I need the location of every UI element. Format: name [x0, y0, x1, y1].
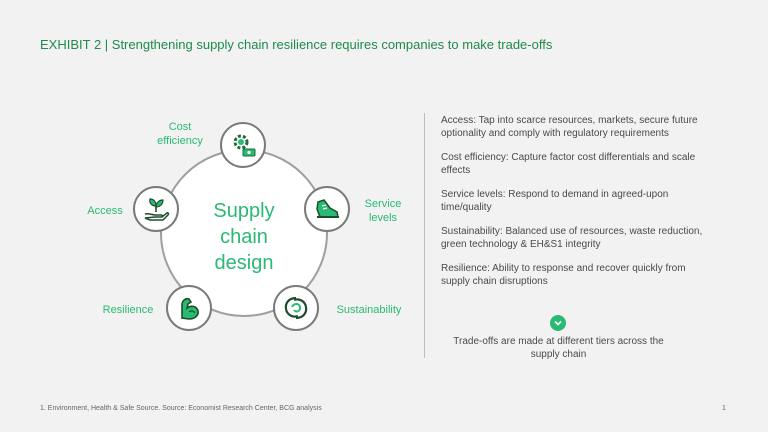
access-node	[133, 186, 179, 232]
description-sustainability: Sustainability: Balanced use of resource…	[441, 226, 703, 250]
access-label: Access	[87, 205, 123, 217]
description-resilience: Resilience: Ability to response and reco…	[441, 263, 686, 287]
center-line-2: chain	[220, 226, 268, 248]
page-number: 1	[722, 405, 726, 412]
service-levels-label: Service levels	[364, 198, 402, 224]
resilience-node	[166, 285, 212, 331]
exhibit-title: EXHIBIT 2 | Strengthening supply chain r…	[40, 37, 553, 52]
plant-hand-icon	[144, 198, 170, 221]
description-list: Access: Tap into scarce resources, marke…	[441, 114, 711, 299]
center-line-1: Supply	[213, 200, 275, 222]
divider-line	[424, 113, 425, 358]
resilience-label: Resilience	[102, 304, 154, 316]
description-service-levels: Service levels: Respond to demand in agr…	[441, 189, 669, 213]
chevron-down-icon	[550, 315, 566, 331]
description-access: Access: Tap into scarce resources, marke…	[441, 115, 698, 139]
sustainability-node	[273, 285, 319, 331]
supply-chain-diagram: Supply chain design Cost efficiency Serv…	[87, 121, 402, 331]
center-line-3: design	[214, 252, 274, 274]
tradeoff-note: Trade-offs are made at different tiers a…	[453, 336, 664, 360]
sustainability-label: Sustainability	[336, 304, 402, 316]
center-label: Supply chain design	[184, 198, 304, 276]
recycle-loop-icon	[284, 296, 308, 320]
cost-efficiency-node	[220, 122, 266, 168]
gear-money-icon	[233, 134, 256, 157]
description-cost-efficiency: Cost efficiency: Capture factor cost dif…	[441, 152, 696, 176]
cost-efficiency-label: Cost efficiency	[157, 121, 203, 147]
flexed-arm-icon	[181, 297, 199, 320]
sneaker-icon	[316, 199, 339, 218]
footnote: 1. Environment, Health & Safe Source. So…	[40, 405, 322, 412]
service-levels-node	[304, 186, 350, 232]
